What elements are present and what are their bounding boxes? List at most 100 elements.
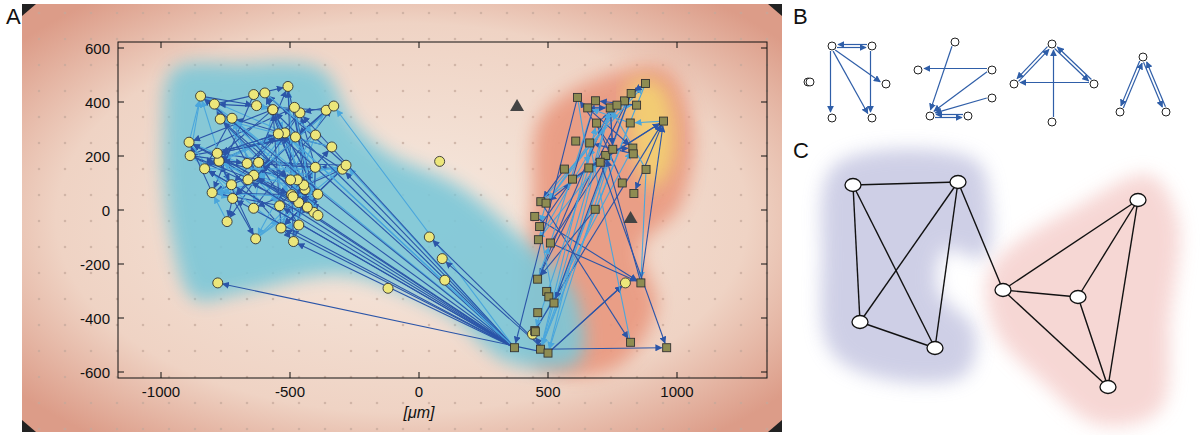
module-link (860, 182, 958, 322)
connection-arrow (541, 113, 609, 349)
y-tick-label: 400 (85, 95, 110, 110)
neuron-circle (276, 223, 286, 233)
x-tick-label: -1000 (142, 384, 180, 399)
blue-region (163, 62, 584, 369)
connection-arrow (289, 136, 515, 347)
x-tick (677, 42, 678, 48)
neuron-square (591, 205, 599, 213)
axes-box (118, 42, 767, 378)
motif-node (868, 114, 876, 122)
neuron-circle (440, 275, 450, 285)
motif-node (914, 66, 922, 74)
motif-arrow (830, 51, 831, 112)
neuron-circle (435, 156, 445, 166)
neuron-circle (424, 232, 434, 242)
neuron-square (536, 223, 544, 231)
connection-arrow (204, 99, 297, 179)
neuron-circle (209, 99, 219, 109)
motif-arrow (1123, 63, 1142, 108)
y-tick (118, 48, 124, 49)
motif-arrow (936, 114, 963, 115)
motif-arrow (838, 44, 867, 45)
module-graph (821, 149, 1180, 427)
motif-node (988, 94, 996, 102)
neuron-square (586, 139, 594, 147)
neuron-circle (311, 130, 321, 140)
y-tick (761, 48, 767, 49)
neuron-circle (226, 180, 236, 190)
neuron-circle (252, 101, 262, 111)
neuron-square (569, 175, 577, 183)
neuron-square (531, 212, 539, 220)
motif-node (964, 112, 972, 120)
x-tick-label: 0 (415, 384, 423, 399)
connection-arrow (541, 348, 662, 349)
connection-arrow (208, 110, 272, 166)
yellow-region (626, 79, 674, 188)
connection-arrow (254, 109, 330, 175)
photo-ground (22, 4, 782, 432)
motif-panel (804, 38, 1170, 126)
neuron-square (626, 119, 634, 127)
connection-arrow (217, 175, 254, 190)
motif-arrow (1121, 61, 1140, 106)
panel-letter: B (793, 6, 808, 28)
connection-arrow (225, 120, 332, 147)
y-tick-label: -200 (80, 257, 110, 272)
photo-corner (768, 4, 782, 16)
connection-arrow (536, 168, 588, 326)
connection-arrow (597, 87, 642, 123)
neuron-circle (313, 189, 323, 199)
neuron-square (630, 189, 638, 197)
neuron-square (637, 279, 645, 287)
arrow-layer (189, 83, 665, 353)
neuron-circle (243, 175, 253, 185)
connection-arrow (217, 175, 254, 190)
motif-node (882, 80, 890, 88)
module-node (1070, 291, 1086, 304)
neuron-square (537, 345, 545, 353)
connection-arrow (550, 149, 613, 348)
neuron-circle (313, 210, 323, 220)
neuron-square (534, 275, 542, 283)
motif-node (868, 42, 876, 50)
neuron-circle (275, 201, 285, 211)
y-tick (118, 102, 124, 103)
neuron-square (633, 101, 641, 109)
tick-layer (118, 42, 767, 378)
x-tick-label: 1000 (660, 384, 693, 399)
module-node (950, 176, 966, 189)
connection-arrow (556, 93, 631, 298)
neuron-square (627, 89, 635, 97)
neuron-square (621, 97, 629, 105)
connection-arrow (589, 124, 659, 168)
stimulus-triangle (624, 211, 638, 223)
connection-arrow (204, 99, 514, 347)
motif-node (1048, 40, 1056, 48)
y-tick (118, 156, 124, 157)
neuron-square (591, 97, 599, 105)
module-link (853, 185, 860, 322)
neuron-square (660, 117, 668, 125)
axis-unit: [μm] (404, 405, 435, 421)
neuron-circle (254, 157, 264, 167)
connection-arrow (221, 156, 514, 348)
neuron-square (542, 199, 550, 207)
neuron-circle (200, 164, 210, 174)
motif-arrow (870, 51, 871, 112)
neuron-circle (341, 160, 351, 170)
connection-arrow (252, 182, 514, 347)
connection-arrow (298, 244, 514, 348)
x-tick (548, 372, 549, 378)
y-tick-label: 200 (85, 149, 110, 164)
connection-arrow (284, 208, 515, 347)
neuron-square (574, 93, 582, 101)
neuron-circle (242, 158, 252, 168)
neuron-square (531, 328, 539, 336)
neuron-circle (207, 188, 217, 198)
neuron-circle (283, 81, 293, 91)
neuron-square (596, 158, 604, 166)
neuron-circle (327, 142, 337, 152)
y-tick (761, 264, 767, 265)
x-tick (161, 42, 162, 48)
